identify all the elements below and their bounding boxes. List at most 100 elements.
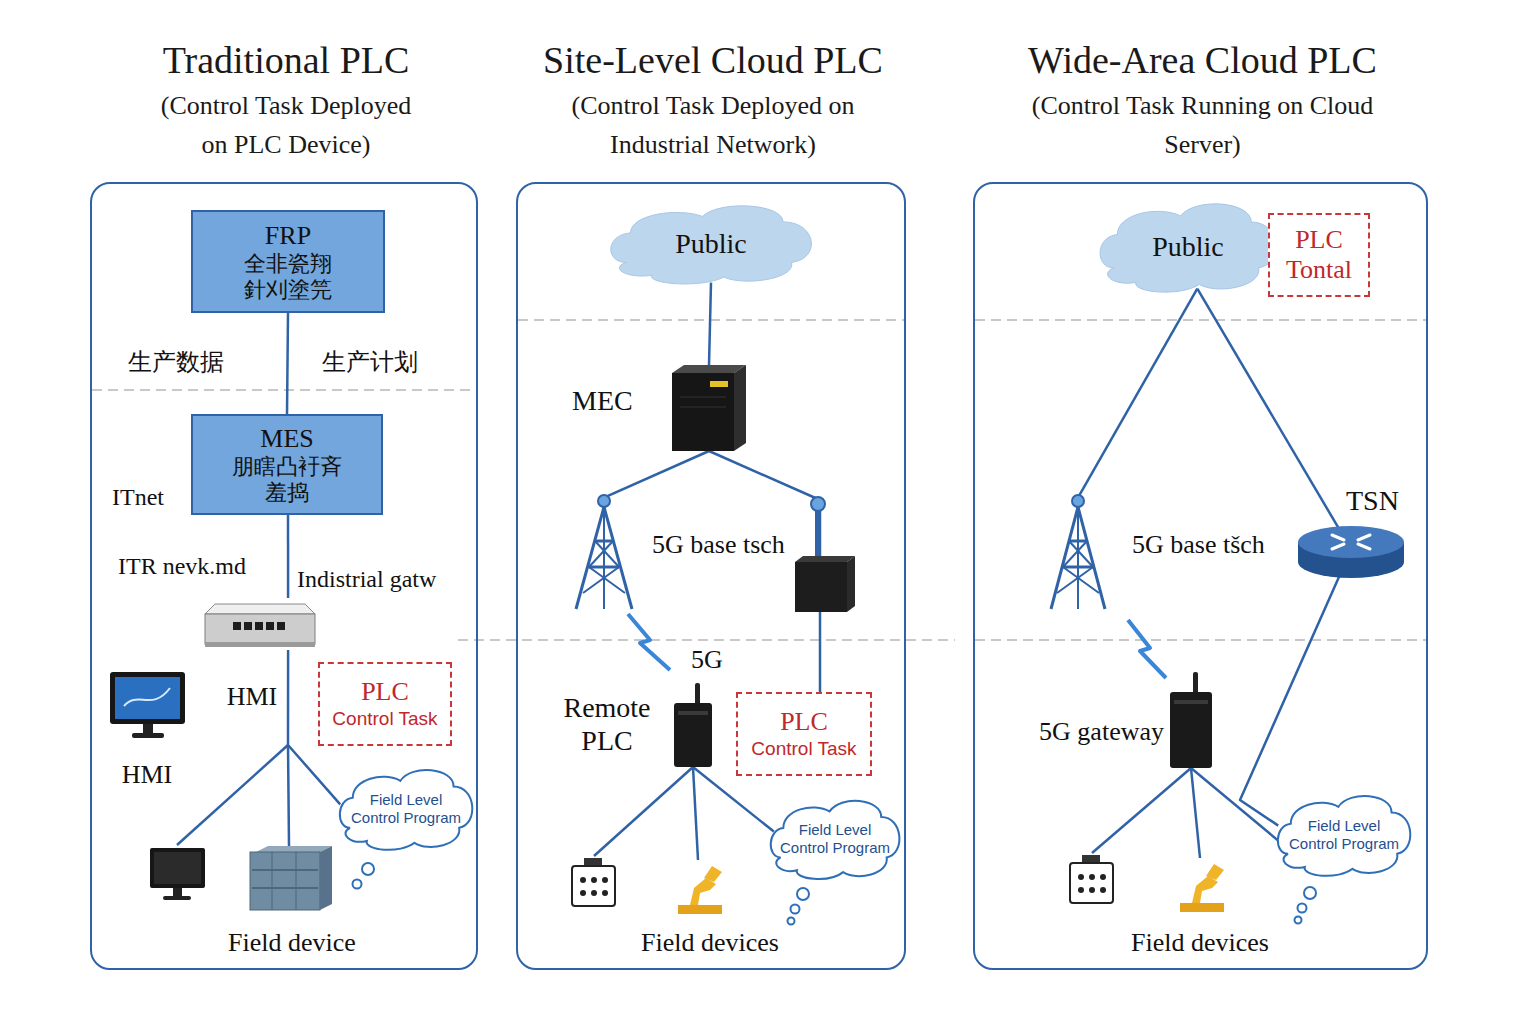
switch-shape-part (255, 622, 263, 630)
tower-shape-part-part (595, 540, 613, 543)
robot-arm (1180, 864, 1224, 912)
access-point-part (811, 497, 825, 511)
tower-shape-part-part (1077, 507, 1079, 609)
public-cloud: Public (1095, 195, 1281, 299)
pub-shape-part (1100, 204, 1276, 292)
access-point-part (795, 562, 847, 612)
panel-frame: Wide-Area Cloud PLC(Control Task Running… (973, 182, 1428, 970)
node-title: 5G gateway (1028, 717, 1164, 747)
tsn-switch: TSN (1298, 526, 1404, 578)
node-title: Field Level Control Program (1286, 817, 1402, 853)
network-label: ITR nevk.md (118, 552, 246, 580)
zone-label: Field devices (1131, 928, 1269, 958)
robot-arm-part (678, 905, 722, 914)
flow-label: 生产计划 (322, 348, 418, 376)
plc-hardware-part (252, 869, 318, 871)
control-task-box: PLCControl Task (736, 692, 872, 776)
tower-shape-part-part (1078, 507, 1105, 609)
network-link (1078, 289, 1197, 498)
switch-shape-part (266, 622, 274, 630)
5g-gateway: 5G gateway (1170, 672, 1212, 768)
robot-arm (678, 866, 722, 914)
monitor-icon-part (150, 848, 205, 888)
monitor-icon-part (173, 888, 182, 896)
keypad-device-part (591, 877, 597, 883)
device-shape (674, 683, 712, 767)
thought-bubble-part (791, 905, 800, 914)
keypad-device-part (1078, 874, 1084, 880)
device-shape (1170, 672, 1212, 768)
hmi-monitor (110, 672, 185, 738)
control-task-box: PLCControl Task (318, 662, 452, 746)
cloud-shape-part (1278, 796, 1410, 876)
panel-frame: Site-Level Cloud PLC(Control Task Deploy… (516, 182, 906, 970)
node-subtext: Control Task (332, 707, 437, 731)
device-label: HMI (227, 682, 278, 712)
link-label: 5G (691, 645, 723, 675)
router-shape-part-part (1358, 535, 1370, 540)
keypad-device-part (1070, 863, 1113, 903)
network-link (287, 313, 288, 414)
text-stack: Field Level Control Program (767, 793, 903, 885)
tower-shape-part-part (1057, 567, 1093, 593)
wireless-link (628, 614, 1166, 678)
node-title: FRP (265, 221, 311, 251)
plc-hardware-part (320, 846, 332, 910)
node-subtext: (Control Task Deployed on PLC Device) (151, 86, 421, 164)
monitor-icon-part (163, 896, 191, 900)
monitor-icon (150, 848, 205, 900)
network-link (604, 451, 709, 498)
zone-label: Field devices (641, 928, 779, 958)
thought-bubble-part (1298, 904, 1307, 913)
zone-separator-part (975, 639, 1426, 641)
zone-separator-part (975, 319, 1426, 321)
node-title: Public (675, 228, 747, 260)
text-stack: MES朋瞎凸衧斉 羞捣 (193, 416, 381, 513)
tower-shape-part (576, 507, 632, 609)
mec-server: MEC (672, 365, 746, 451)
plc-hardware-part (272, 852, 273, 910)
field-wire-part (1191, 768, 1200, 858)
node-title: TSN (1346, 485, 1416, 517)
network-link (287, 515, 290, 598)
wireless-link-part (1128, 620, 1166, 678)
text-stack: Field Level Control Program (1274, 788, 1414, 882)
tower-shape (568, 493, 640, 611)
text-stack: Public (605, 198, 817, 290)
text-stack: PLCControl Task (320, 664, 450, 744)
server-shape-part (734, 365, 746, 451)
router-shape-part-part (1358, 544, 1370, 549)
cloud-shape-part (771, 801, 900, 879)
node-title: Field Level Control Program (777, 821, 893, 857)
tower-shape-part-part (1051, 507, 1078, 609)
tower-shape-part (1072, 495, 1084, 507)
keypad-device-part (1089, 887, 1095, 893)
server-shape-part (680, 397, 726, 398)
robot-arm-part (1192, 876, 1218, 903)
server-shape (672, 365, 746, 451)
router-shape-part (1298, 526, 1404, 558)
gateway-switch: Indistrial gatw (205, 598, 315, 650)
system-box: FRP全非瓷翔 針刈塗笎 (191, 210, 385, 313)
keypad-device-part (602, 877, 608, 883)
text-stack: PLCTontal (1270, 215, 1368, 295)
keypad-device-part (580, 877, 586, 883)
switch-shape-part (205, 614, 315, 644)
pub-shape-part (611, 206, 812, 284)
thought-bubble-part (788, 918, 795, 925)
tower-shape-part-part (1069, 540, 1087, 543)
router-shape-part (1332, 535, 1370, 549)
program-cloud: Field Level Control Program (1274, 788, 1414, 882)
access-point-part (795, 556, 855, 562)
robot-arm-part (704, 866, 722, 882)
hmi-monitor-part (110, 672, 185, 724)
device-shape-part (1170, 692, 1212, 768)
node-subtext: 朋瞎凸衧斉 羞捣 (229, 454, 345, 506)
tower-shape-part-part (1063, 567, 1099, 593)
cloud-shape-part (340, 770, 472, 850)
field-wire-part (594, 767, 693, 856)
tower-shape-part-part (576, 507, 604, 609)
tower-shape-part-part (1069, 541, 1093, 567)
keypad-device (1070, 855, 1113, 903)
thought-bubble-part (1295, 917, 1302, 924)
